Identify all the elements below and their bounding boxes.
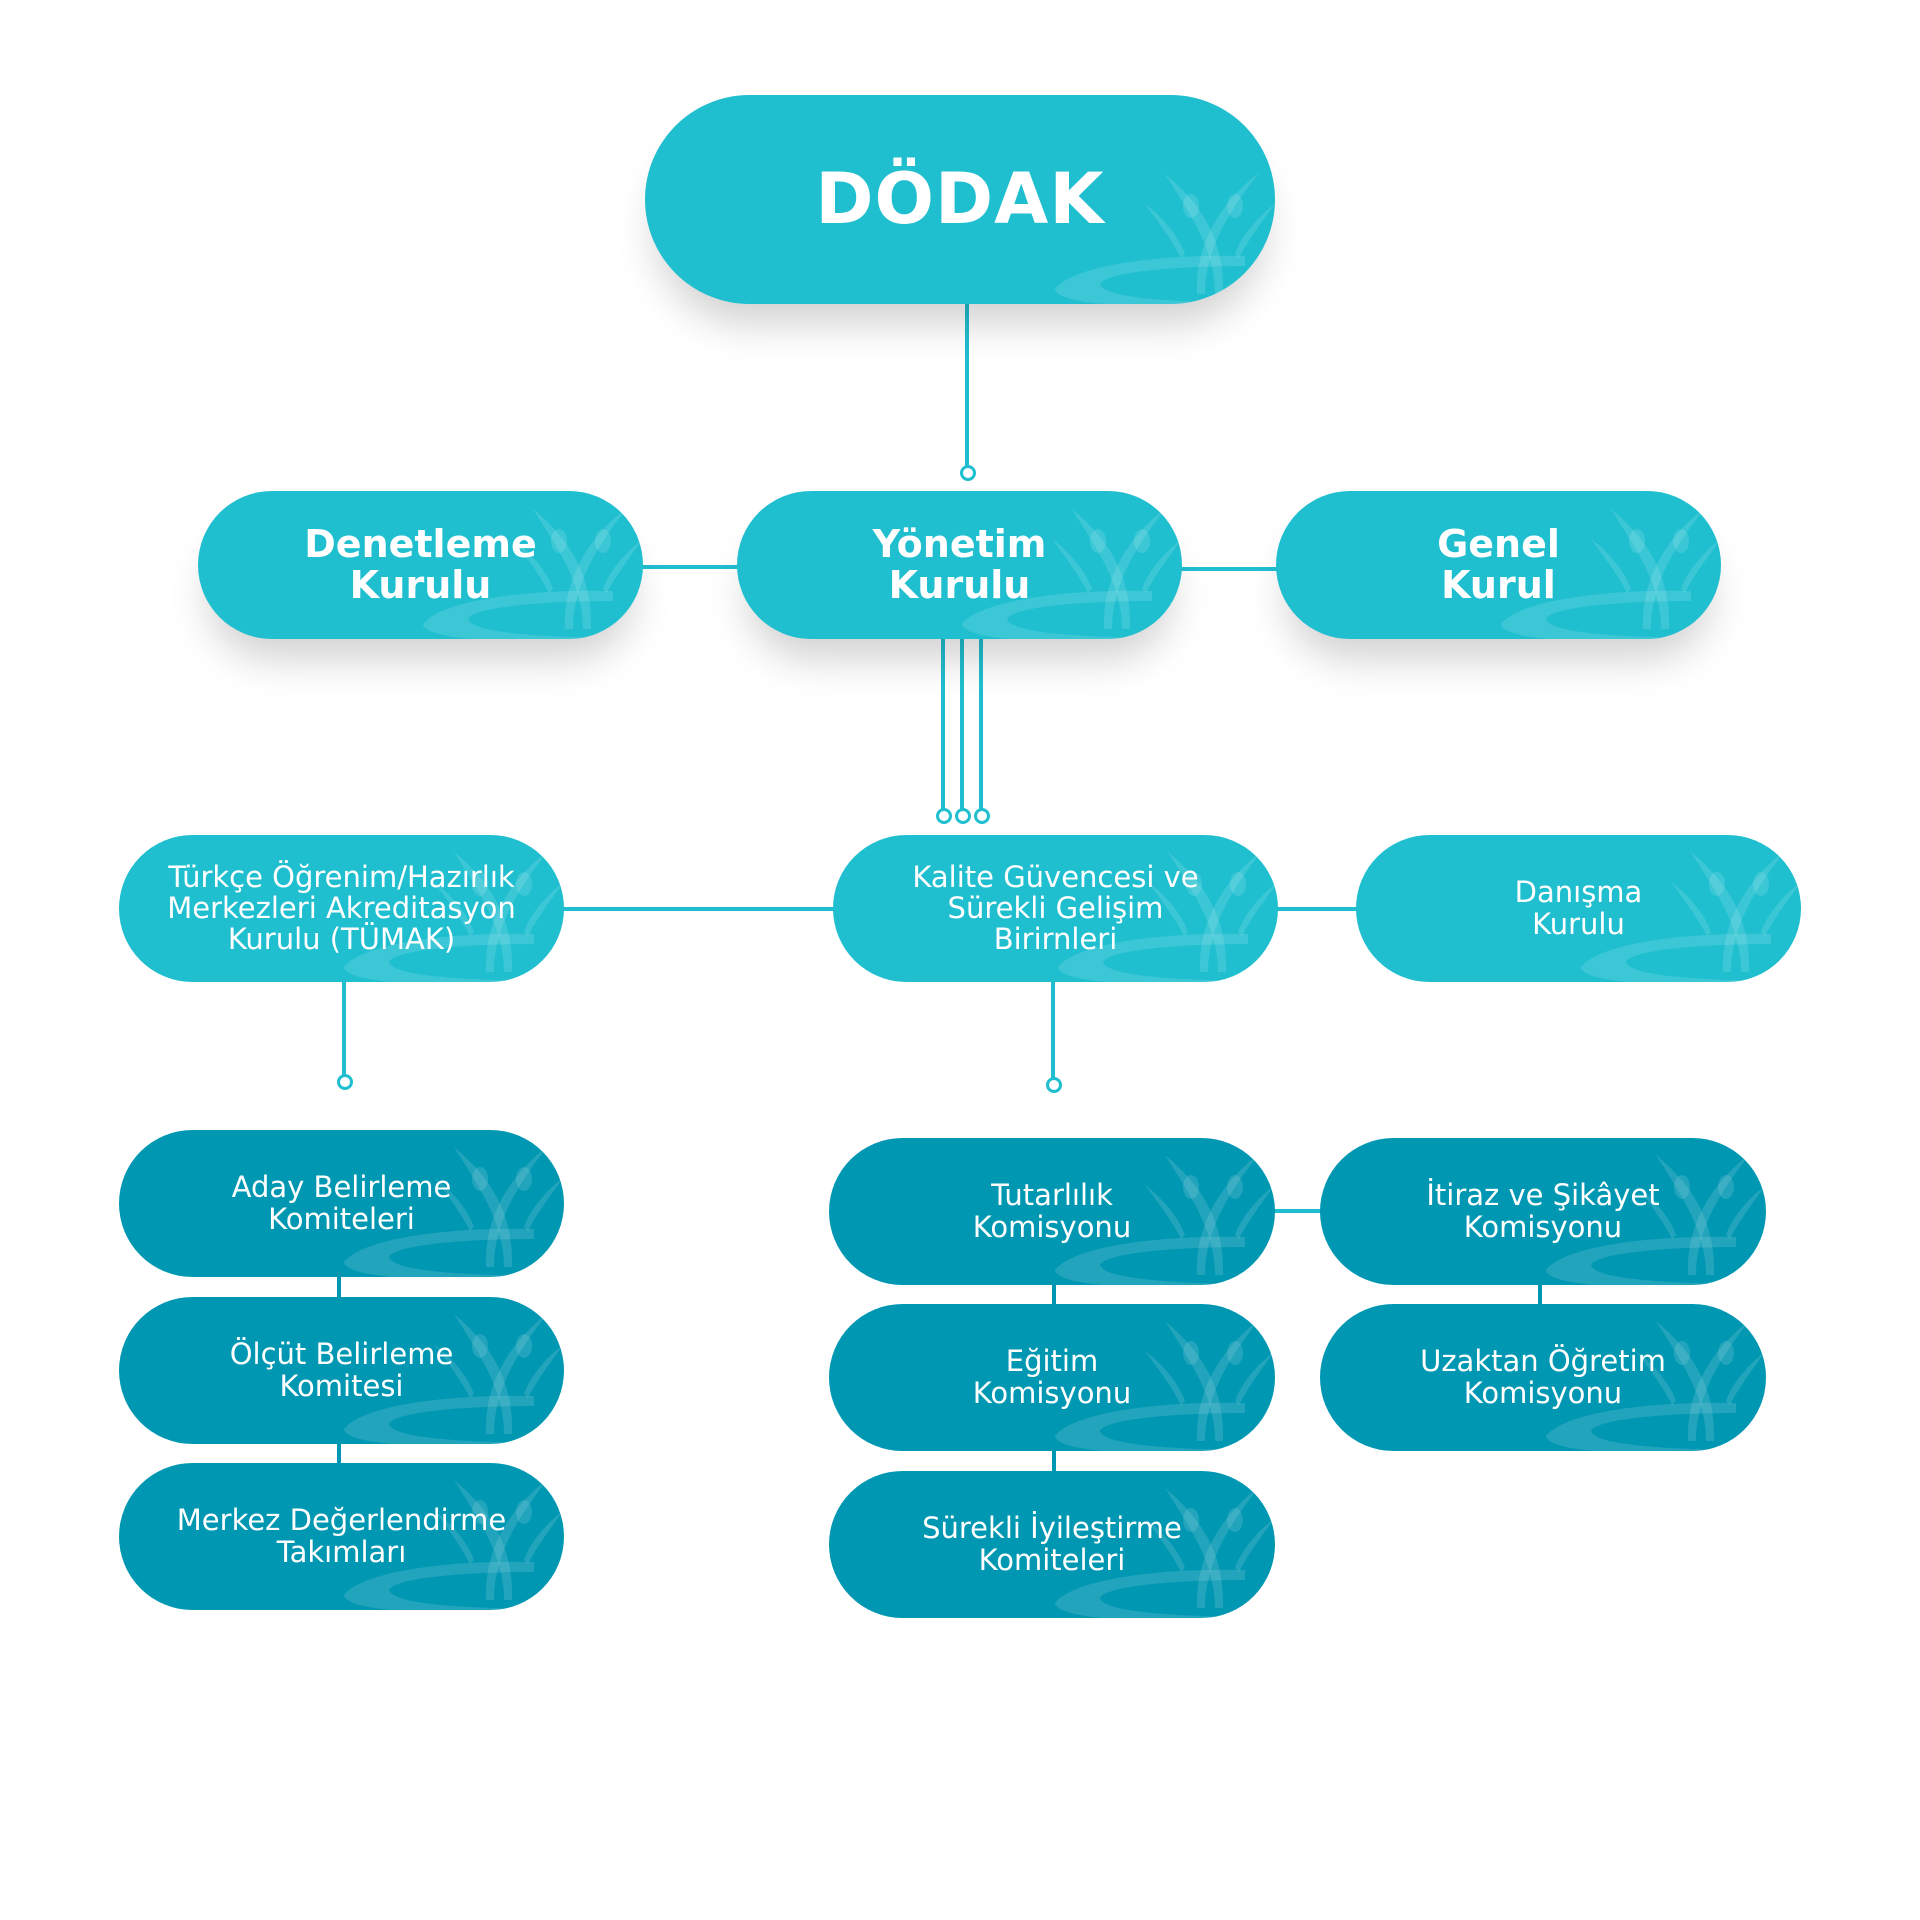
connector [1052, 1448, 1056, 1478]
connector [1275, 907, 1360, 911]
node-label: Genel Kurul [1437, 521, 1560, 607]
connector [941, 635, 945, 809]
node-label: DÖDAK [815, 157, 1105, 240]
logo-watermark-icon [1581, 850, 1801, 982]
node-label: Ölçüt Belirleme Komitesi [229, 1337, 454, 1403]
node-denetleme-kurulu[interactable]: Denetleme Kurulu [198, 491, 643, 639]
logo-watermark-icon [344, 1478, 564, 1610]
node-kalite-guvencesi[interactable]: Kalite Güvencesi ve Sürekli Gelişim Biri… [833, 835, 1278, 982]
connector-dot [936, 808, 952, 824]
connector [1052, 1280, 1056, 1310]
connector [965, 300, 969, 468]
node-itiraz-sikayet[interactable]: İtiraz ve Şikâyet Komisyonu [1320, 1138, 1766, 1285]
node-egitim[interactable]: Eğitim Komisyonu [829, 1304, 1275, 1451]
logo-watermark-icon [1058, 850, 1278, 982]
node-label: Uzaktan Öğretim Komisyonu [1420, 1344, 1666, 1410]
node-label: Eğitim Komisyonu [972, 1344, 1132, 1410]
node-olcut-belirleme[interactable]: Ölçüt Belirleme Komitesi [119, 1297, 564, 1444]
logo-watermark-icon [344, 1145, 564, 1277]
connector [979, 635, 983, 809]
node-yonetim-kurulu[interactable]: Yönetim Kurulu [737, 491, 1182, 639]
logo-watermark-icon [1055, 1319, 1275, 1451]
node-danisma-kurulu[interactable]: Danışma Kurulu [1356, 835, 1801, 982]
connector [1051, 980, 1055, 1078]
node-label: Denetleme Kurulu [304, 521, 537, 607]
logo-watermark-icon [962, 507, 1182, 639]
logo-watermark-icon [1055, 1486, 1275, 1618]
node-label: Tutarlılık Komisyonu [972, 1178, 1132, 1244]
node-label: İtiraz ve Şikâyet Komisyonu [1426, 1178, 1660, 1244]
logo-watermark-icon [1501, 507, 1721, 639]
node-surekli-iyilestirme[interactable]: Sürekli İyileştirme Komiteleri [829, 1471, 1275, 1618]
node-merkez-degerlendirme[interactable]: Merkez Değerlendirme Takımları [119, 1463, 564, 1610]
connector-dot [960, 465, 976, 481]
node-genel-kurul[interactable]: Genel Kurul [1276, 491, 1721, 639]
logo-watermark-icon [423, 507, 643, 639]
node-label: Danışma Kurulu [1514, 875, 1643, 941]
connector-dot [955, 808, 971, 824]
connector [960, 635, 964, 809]
connector-dot [1046, 1077, 1062, 1093]
logo-watermark-icon [1055, 1153, 1275, 1285]
node-dodak[interactable]: DÖDAK [645, 95, 1275, 304]
connector [1270, 1209, 1325, 1213]
connector [560, 907, 840, 911]
node-label: Aday Belirleme Komiteleri [231, 1170, 452, 1236]
node-label: Kalite Güvencesi ve Sürekli Gelişim Biri… [912, 859, 1199, 957]
node-tumak[interactable]: Türkçe Öğrenim/Hazırlık Merkezleri Akred… [119, 835, 564, 982]
node-label: Merkez Değerlendirme Takımları [176, 1503, 507, 1569]
connector [640, 565, 740, 569]
logo-watermark-icon [344, 1312, 564, 1444]
logo-watermark-icon [1546, 1153, 1766, 1285]
connector-dot [974, 808, 990, 824]
connector [342, 980, 346, 1075]
node-aday-belirleme[interactable]: Aday Belirleme Komiteleri [119, 1130, 564, 1277]
logo-watermark-icon [1546, 1319, 1766, 1451]
logo-watermark-icon [1055, 172, 1275, 304]
connector [1180, 567, 1280, 571]
node-uzaktan-ogretim[interactable]: Uzaktan Öğretim Komisyonu [1320, 1304, 1766, 1451]
connector [337, 1270, 341, 1305]
connector [337, 1440, 341, 1470]
logo-watermark-icon [344, 850, 564, 982]
connector [1538, 1280, 1542, 1310]
node-tutarlilik[interactable]: Tutarlılık Komisyonu [829, 1138, 1275, 1285]
node-label: Türkçe Öğrenim/Hazırlık Merkezleri Akred… [167, 859, 516, 957]
node-label: Sürekli İyileştirme Komiteleri [922, 1511, 1182, 1577]
connector-dot [337, 1074, 353, 1090]
node-label: Yönetim Kurulu [872, 521, 1047, 607]
